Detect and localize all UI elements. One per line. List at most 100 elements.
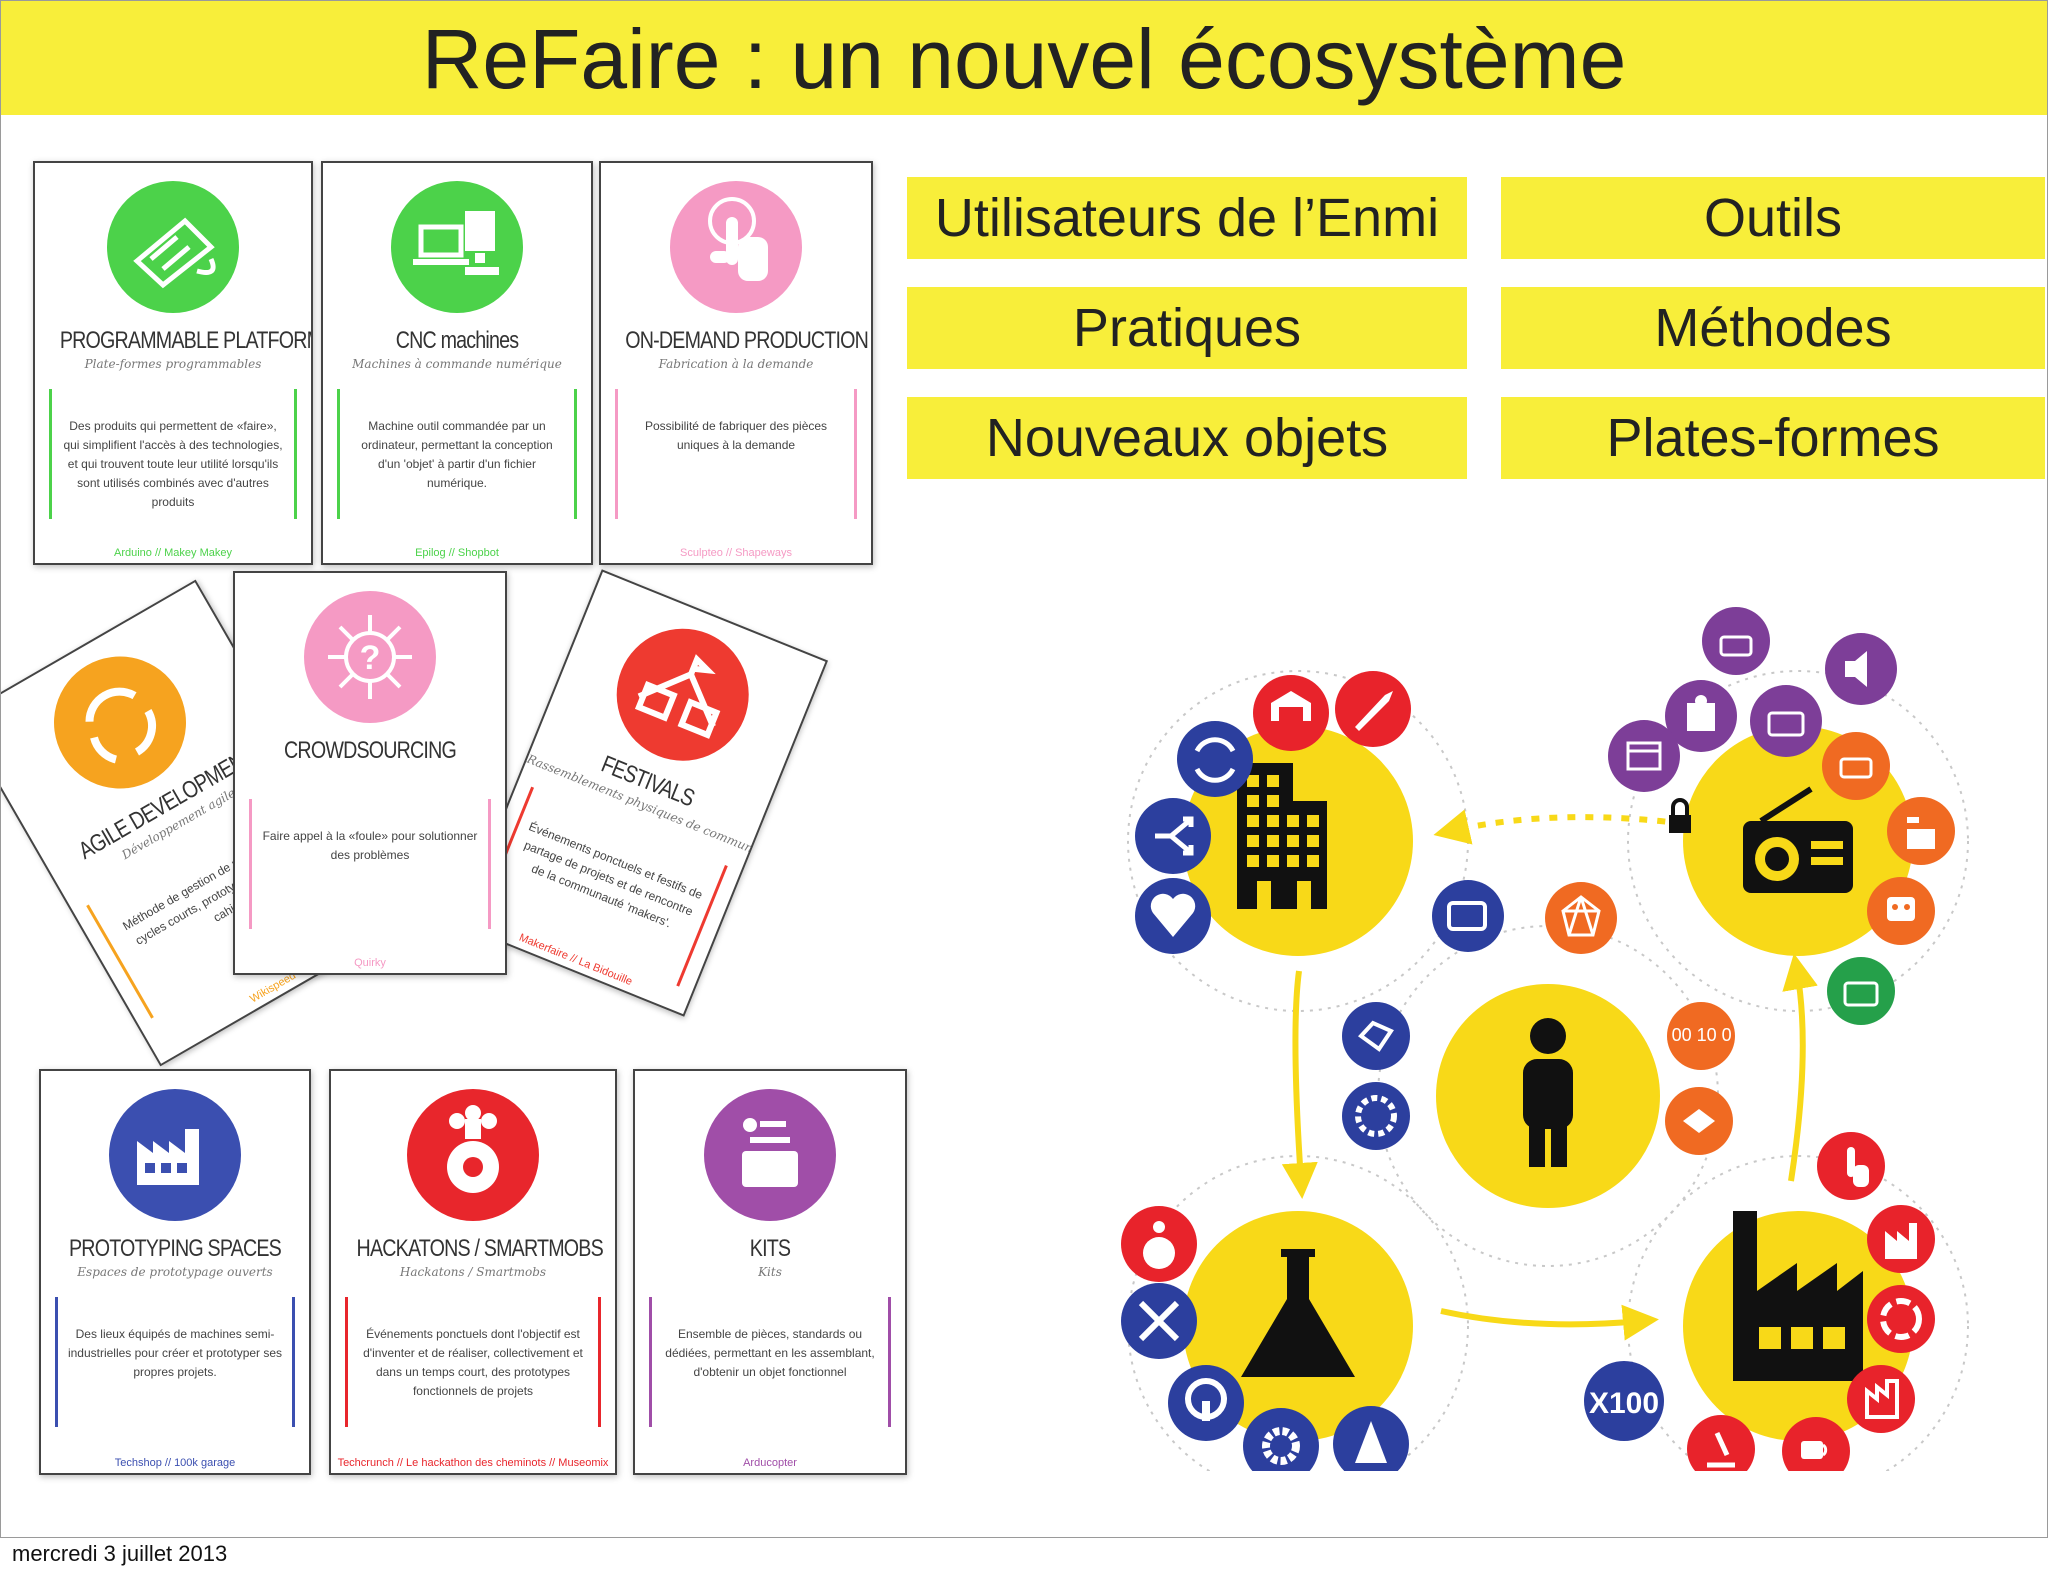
binary-label: 01 00 10 0 11 [1647, 1025, 1756, 1045]
person-icon [1436, 984, 1660, 1208]
split-arrows-icon [1135, 798, 1211, 874]
card-divider [249, 799, 491, 929]
cone-icon [1333, 1406, 1409, 1471]
card-on-demand-production: ON-DEMAND PRODUCTION Fabrication à la de… [599, 161, 873, 565]
recycle-icon [1177, 721, 1253, 797]
heart-icon [1135, 878, 1211, 954]
x100-badge: X100 [1584, 1361, 1664, 1441]
cycle-arrows [1281, 809, 1818, 1341]
flask-icon [1183, 1211, 1413, 1441]
ecosystem-diagram: X100 01 00 10 0 11 [1121, 607, 1969, 1471]
card-title: HACKATONS / SMARTMOBS [356, 1235, 604, 1262]
handshake-icon [1342, 1002, 1410, 1070]
rocket-icon [1335, 671, 1411, 747]
tools-icon [1822, 732, 1890, 800]
card-subtitle: Fabrication à la demande [658, 357, 814, 371]
recycle-circle-icon [1867, 1285, 1935, 1353]
touch-icon [1817, 1132, 1885, 1200]
tag-methodes: Méthodes [1501, 287, 2045, 369]
wallet-icon [1432, 880, 1504, 952]
card-footer: Techshop // 100k garage [114, 1457, 236, 1469]
card-footer: Quirky [354, 957, 386, 969]
card-divider [49, 389, 297, 519]
card-title: ON-DEMAND PRODUCTION [625, 327, 869, 354]
touch-icon [670, 181, 802, 313]
card-title: PROTOTYPING SPACES [69, 1235, 282, 1262]
hackathon-icon [1121, 1206, 1197, 1282]
tent-icon [596, 608, 769, 781]
browser-icon [1608, 720, 1680, 792]
card-description: Des produits qui permettent de «faire», … [63, 419, 283, 509]
recycle-icon [29, 632, 211, 813]
tag-outils: Outils [1501, 177, 2045, 259]
slide: ReFaire : un nouvel écosystème Utilisate… [0, 0, 2048, 1538]
card-title: CNC machines [395, 327, 519, 354]
card-description: Faire appel à la «foule» pour solutionne… [262, 829, 478, 862]
speaker-icon [1825, 633, 1897, 705]
binary-icon: 01 00 10 0 11 [1647, 1002, 1756, 1070]
stopwatch-icon [407, 1089, 539, 1221]
factory-small-icon [1867, 1205, 1935, 1273]
card-kits: KITS Kits Ensemble de pièces, standards … [633, 1069, 907, 1475]
card-title: CROWDSOURCING [284, 737, 457, 764]
gear-icon [1243, 1408, 1319, 1471]
card-subtitle: Espaces de prototypage ouverts [77, 1265, 273, 1279]
question-network-icon: ? [304, 591, 436, 723]
lock-icon [1669, 798, 1691, 833]
slide-date: mercredi 3 juillet 2013 [12, 1541, 228, 1566]
card-hackatons-smartmobs: HACKATONS / SMARTMOBS Hackatons / Smartm… [329, 1069, 617, 1475]
card-description: Machine outil commandée par un ordinateu… [361, 419, 553, 490]
card-title: PROGRAMMABLE PLATFORMS [59, 327, 313, 354]
robot-icon [1867, 877, 1935, 945]
radio-small-icon [1702, 607, 1770, 675]
card-subtitle: Hackatons / Smartmobs [399, 1265, 547, 1279]
card-footer: Arducopter [743, 1457, 797, 1469]
tag-utilisateurs: Utilisateurs de l’Enmi [907, 177, 1467, 259]
card-programmable-platforms: PROGRAMMABLE PLATFORMS Plate-formes prog… [33, 161, 313, 565]
card-festivals: FESTIVALS Rassemblements physiques de co… [457, 569, 829, 1017]
card-divider [649, 1297, 891, 1427]
box-icon [1887, 797, 1955, 865]
hands-icon [1665, 1087, 1733, 1155]
puzzle-icon [1665, 680, 1737, 752]
svg-text:?: ? [360, 639, 381, 677]
radio-purple-icon [1750, 685, 1822, 757]
card-footer: Techcrunch // Le hackathon des cheminots… [337, 1457, 609, 1469]
slide-title: ReFaire : un nouvel écosystème [421, 12, 1627, 106]
tag-pratiques: Pratiques [907, 287, 1467, 369]
mug-tools-icon [1782, 1417, 1850, 1471]
microscope-icon [1687, 1415, 1755, 1471]
card-divider [615, 389, 857, 519]
factory-outline-icon [1847, 1365, 1915, 1433]
card-footer: Epilog // Shopbot [415, 547, 499, 559]
tag-plates-formes: Plates-formes [1501, 397, 2045, 479]
title-bar: ReFaire : un nouvel écosystème [1, 1, 2047, 115]
card-divider [337, 389, 577, 519]
expand-icon [1121, 1283, 1197, 1359]
card-subtitle: Kits [758, 1265, 782, 1279]
keyhole-icon [1168, 1365, 1244, 1441]
card-agile-development: AGILE DEVELOPMENT Développement agile Mé… [1, 579, 398, 1067]
card-title: KITS [749, 1235, 791, 1262]
radio-green-icon [1827, 957, 1895, 1025]
card-footer: Arduino // Makey Makey [114, 547, 232, 559]
factory-icon [109, 1089, 241, 1221]
card-footer: Sculpteo // Shapeways [680, 547, 792, 559]
flower-icon [1342, 1082, 1410, 1150]
card-divider [55, 1297, 295, 1427]
card-subtitle: Machines à commande numérique [352, 357, 562, 371]
card-description: Possibilité de fabriquer des pièces uniq… [644, 419, 828, 452]
card-crowdsourcing: ? CROWDSOURCING Faire appel à la «foule»… [233, 571, 507, 975]
card-prototyping-spaces: PROTOTYPING SPACES Espaces de prototypag… [39, 1069, 311, 1475]
card-divider [345, 1297, 601, 1427]
card-description: Événements ponctuels dont l'objectif est… [363, 1327, 583, 1398]
card-subtitle: Plate-formes programmables [84, 357, 262, 371]
x100-label: X100 [1589, 1387, 1659, 1420]
box-icon [704, 1089, 836, 1221]
computer-machine-icon [391, 181, 523, 313]
card-description: Ensemble de pièces, standards ou dédiées… [665, 1327, 875, 1379]
card-description: Des lieux équipés de machines semi-indus… [67, 1327, 283, 1379]
circuit-board-icon [107, 181, 239, 313]
card-cnc-machines: CNC machines Machines à commande numériq… [321, 161, 593, 565]
network-icon [1545, 882, 1617, 954]
